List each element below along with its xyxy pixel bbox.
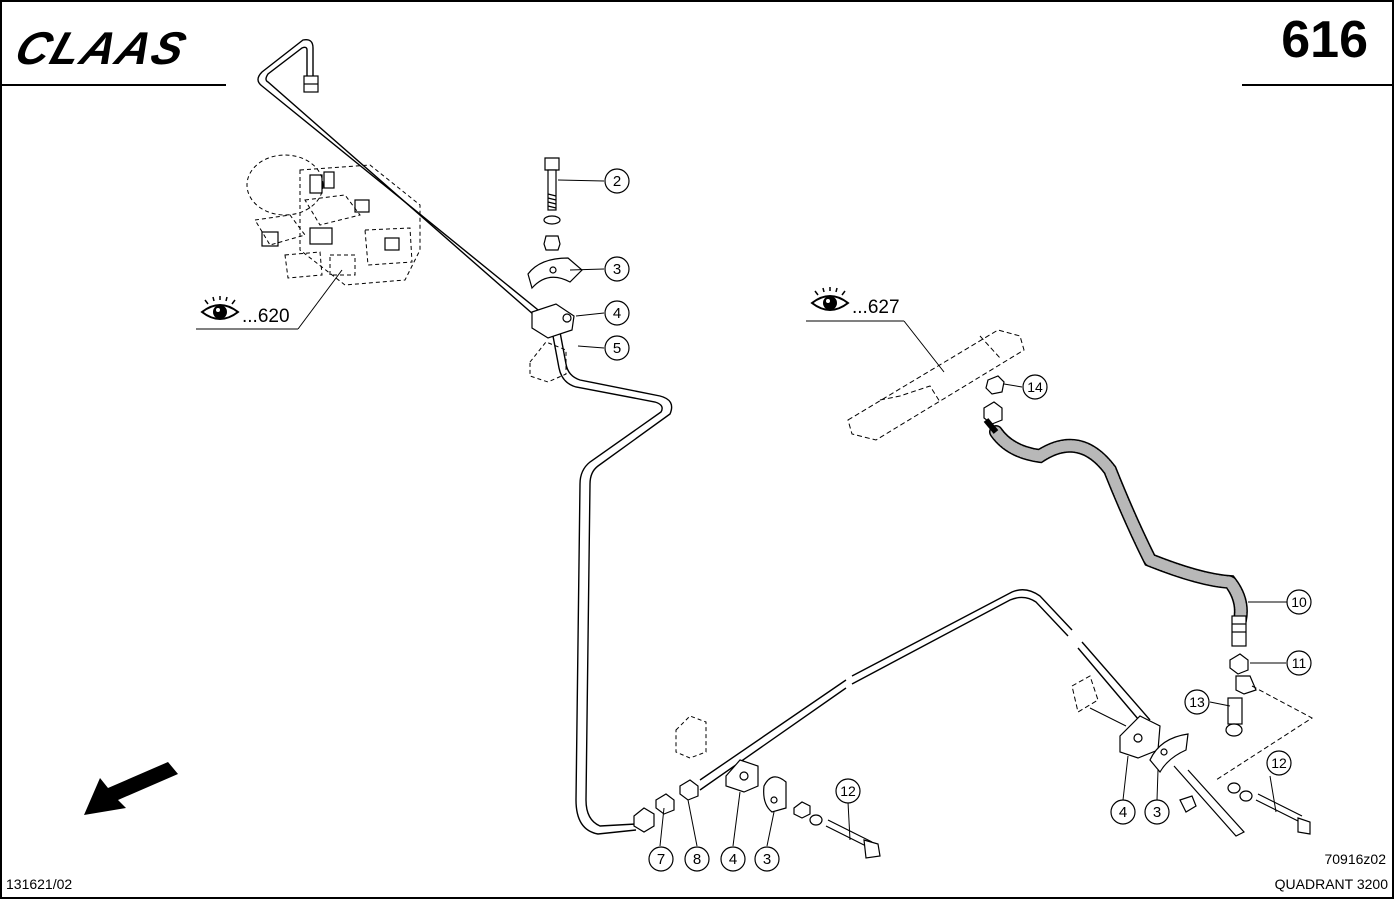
callout-label: 11	[1292, 655, 1307, 671]
callout-labels: 2 3 4 5 14 10 11 13 12 7 8 4 3 12 4 3	[613, 173, 1307, 868]
direction-arrow-icon	[84, 762, 178, 815]
steel-pipe-5	[257, 38, 673, 835]
leader-lines	[196, 179, 1290, 847]
callout-circle	[1110, 799, 1136, 825]
callout-circle	[684, 846, 710, 872]
doc-number: 131621/02	[6, 876, 73, 892]
pipe-nut-top	[303, 75, 319, 93]
clamp-reference-dashed	[529, 341, 567, 383]
callout-label: 5	[613, 340, 621, 357]
callout-circle	[1184, 689, 1210, 715]
clamps-right	[1119, 715, 1311, 837]
callout-label: 12	[840, 783, 856, 799]
callout-label: 8	[693, 851, 701, 868]
callout-circle	[1286, 589, 1312, 615]
callout-circle	[835, 778, 861, 804]
callout-circle	[754, 846, 780, 872]
callout-label: 4	[729, 851, 737, 868]
callout-label: 10	[1291, 594, 1307, 610]
cylinder-reference-dashed	[847, 329, 1025, 441]
callout-label: 4	[613, 305, 621, 322]
valve-fittings	[261, 171, 400, 251]
dashed-leader-right	[1071, 675, 1313, 781]
valve-block-reference	[246, 154, 421, 286]
callout-circle	[648, 846, 674, 872]
callout-circle	[1266, 750, 1292, 776]
callout-circle	[1144, 799, 1170, 825]
model-name: QUADRANT 3200	[1274, 876, 1388, 892]
callout-circle	[604, 300, 630, 326]
fitting-14	[983, 375, 1005, 425]
eye-icon	[810, 287, 850, 311]
claas-logo: CLAAS	[9, 23, 194, 75]
callout-circle	[604, 256, 630, 282]
callout-circle	[1022, 374, 1048, 400]
hydraulic-hose-10	[983, 418, 1248, 627]
brand-text: CLAAS	[9, 23, 194, 75]
clamp-lower-reference-dashed	[675, 715, 707, 759]
callouts	[604, 168, 1312, 872]
callout-label: 2	[613, 173, 621, 190]
callout-label: 12	[1271, 755, 1287, 771]
reference-620[interactable]: ...620	[242, 306, 290, 327]
steel-pipe-lower	[699, 589, 1151, 791]
hose-fittings-right	[1225, 615, 1257, 737]
callout-label: 14	[1027, 379, 1043, 395]
callout-circle	[1286, 650, 1312, 676]
callout-label: 3	[613, 261, 621, 278]
page-number: 616	[1281, 11, 1368, 69]
drawing-id: 70916z02	[1324, 851, 1386, 867]
callout-circle	[604, 335, 630, 361]
callout-label: 3	[763, 851, 771, 868]
bolt-2	[527, 157, 583, 339]
callout-label: 13	[1189, 694, 1205, 710]
reference-627[interactable]: ...627	[852, 297, 900, 318]
callout-label: 3	[1153, 804, 1161, 821]
callout-circle	[604, 168, 630, 194]
callout-label: 7	[657, 851, 665, 868]
eye-icon	[200, 296, 240, 320]
pipe-fittings-lower	[633, 759, 881, 859]
callout-label: 4	[1119, 804, 1127, 821]
callout-circle	[720, 846, 746, 872]
